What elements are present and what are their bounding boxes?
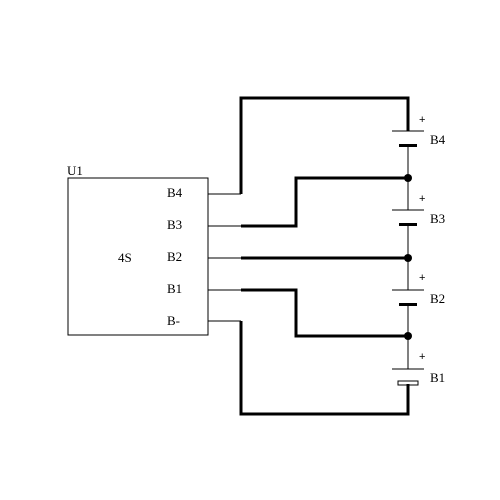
ic-name-label: 4S [118, 250, 132, 265]
ic-ref-label: U1 [67, 163, 83, 178]
battery-b1-negative-plate [397, 380, 419, 386]
battery-b2-label: B2 [430, 291, 445, 306]
battery-b4-plus: + [419, 114, 425, 126]
ic-u1: U1 4S B4 B3 B2 B1 B- [67, 163, 241, 336]
battery-b3-label: B3 [430, 211, 445, 226]
junction-b3 [404, 174, 412, 182]
battery-b2: + B2 [392, 272, 445, 306]
pin-label-b4: B4 [167, 185, 183, 200]
pin-label-bminus: B- [167, 313, 180, 328]
wire-b3 [241, 176, 408, 228]
battery-b4: + B4 [392, 114, 446, 147]
battery-b3: + B3 [392, 193, 445, 226]
battery-b3-plus: + [419, 193, 425, 205]
battery-b4-label: B4 [430, 132, 446, 147]
pin-label-b1: B1 [167, 281, 182, 296]
junction-b1 [404, 332, 412, 340]
battery-b4-negative-plate [399, 144, 417, 147]
junction-b2 [404, 254, 412, 262]
battery-b2-negative-plate [399, 303, 417, 306]
wire-b1 [241, 288, 408, 338]
pin-label-b3: B3 [167, 217, 182, 232]
battery-b3-negative-plate [399, 223, 417, 226]
battery-b2-plus: + [419, 272, 425, 284]
wires [239, 96, 410, 416]
wire-b4 [239, 96, 410, 194]
wire-bminus [239, 321, 410, 416]
battery-b1: + B1 [392, 351, 445, 386]
pin-label-b2: B2 [167, 249, 182, 264]
junctions [404, 174, 412, 340]
battery-b1-plus: + [419, 351, 425, 363]
ic-body [67, 177, 209, 336]
battery-b1-label: B1 [430, 370, 445, 385]
